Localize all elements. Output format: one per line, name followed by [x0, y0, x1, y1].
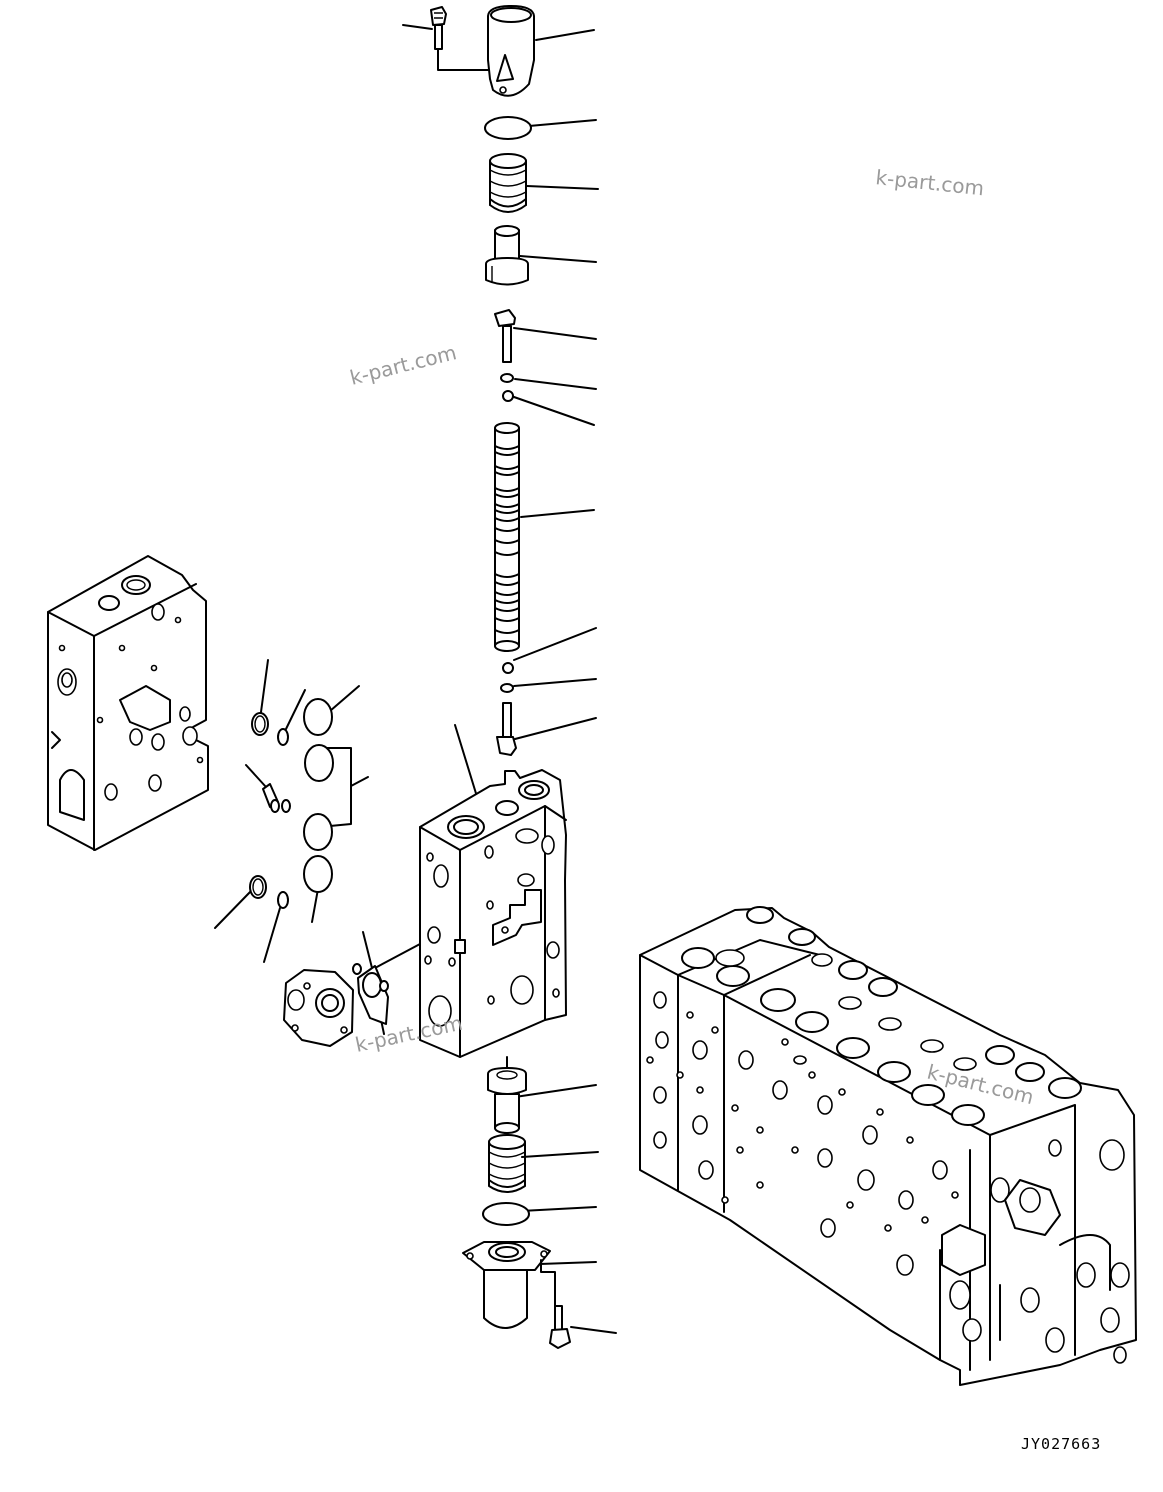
- small-ball: [502, 662, 514, 674]
- spring-retainer-top: [485, 225, 529, 286]
- small-ball: [502, 390, 514, 402]
- cap-bolt-bottom: [549, 1305, 571, 1349]
- stopper-top: [494, 309, 516, 363]
- spring-top: [489, 153, 527, 213]
- small-ring: [500, 373, 514, 383]
- watermark-text: k-part.com: [347, 340, 458, 390]
- end-cap-top: [487, 5, 535, 97]
- leader-lines: [214, 24, 617, 1334]
- figure-code: JY027663: [1021, 1435, 1101, 1453]
- gasket-plate: [352, 963, 389, 1025]
- small-ring: [500, 683, 514, 693]
- stopper-bottom: [496, 702, 517, 756]
- control-valve-assembly: [639, 906, 1137, 1386]
- o-ring: [484, 116, 532, 140]
- valve-section-body: [419, 769, 567, 1079]
- spring-retainer-bottom: [487, 1067, 527, 1134]
- spring-bottom: [488, 1134, 526, 1193]
- seal-set-left: [249, 698, 334, 909]
- o-ring: [482, 1202, 530, 1226]
- cap-bolt-top: [430, 6, 495, 71]
- cover-block: [283, 969, 354, 1047]
- valve-spool: [494, 422, 520, 652]
- end-cap-bottom: [462, 1241, 556, 1329]
- reference-section-small: [47, 555, 209, 851]
- watermark-text: k-part.com: [874, 165, 985, 200]
